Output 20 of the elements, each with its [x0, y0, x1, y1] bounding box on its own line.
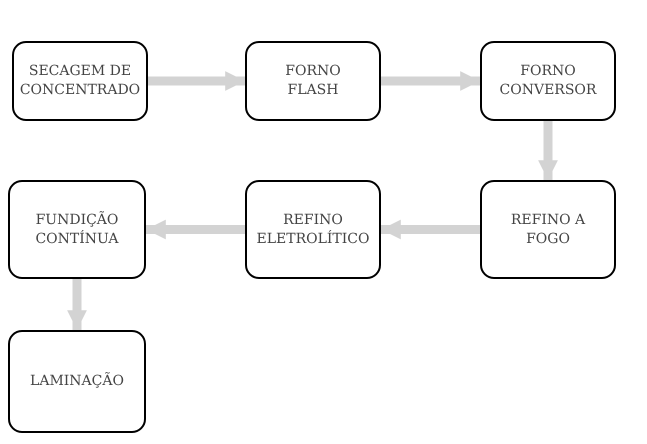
process-box: [480, 41, 616, 121]
step-label: FORNO CONVERSOR: [498, 62, 598, 100]
step-label: REFINO ELETROLÍTICO: [256, 210, 370, 248]
arrow: [148, 71, 245, 91]
process-box: [245, 180, 381, 279]
process-box: [245, 41, 381, 121]
process-box: [12, 41, 148, 121]
arrow: [381, 220, 480, 240]
step-label: LAMINAÇÃO: [30, 372, 124, 391]
arrow: [381, 71, 480, 91]
process-box: [8, 180, 146, 279]
step-label: SECAGEM DE CONCENTRADO: [18, 62, 142, 100]
arrow: [67, 279, 87, 330]
step-label: FUNDIÇÃO CONTÍNUA: [34, 210, 120, 248]
process-box: [480, 180, 616, 279]
step-label: REFINO A FOGO: [510, 210, 586, 248]
step-label: FORNO FLASH: [284, 62, 342, 100]
arrow: [538, 121, 558, 180]
process-box: [8, 330, 146, 433]
arrow: [146, 220, 245, 240]
